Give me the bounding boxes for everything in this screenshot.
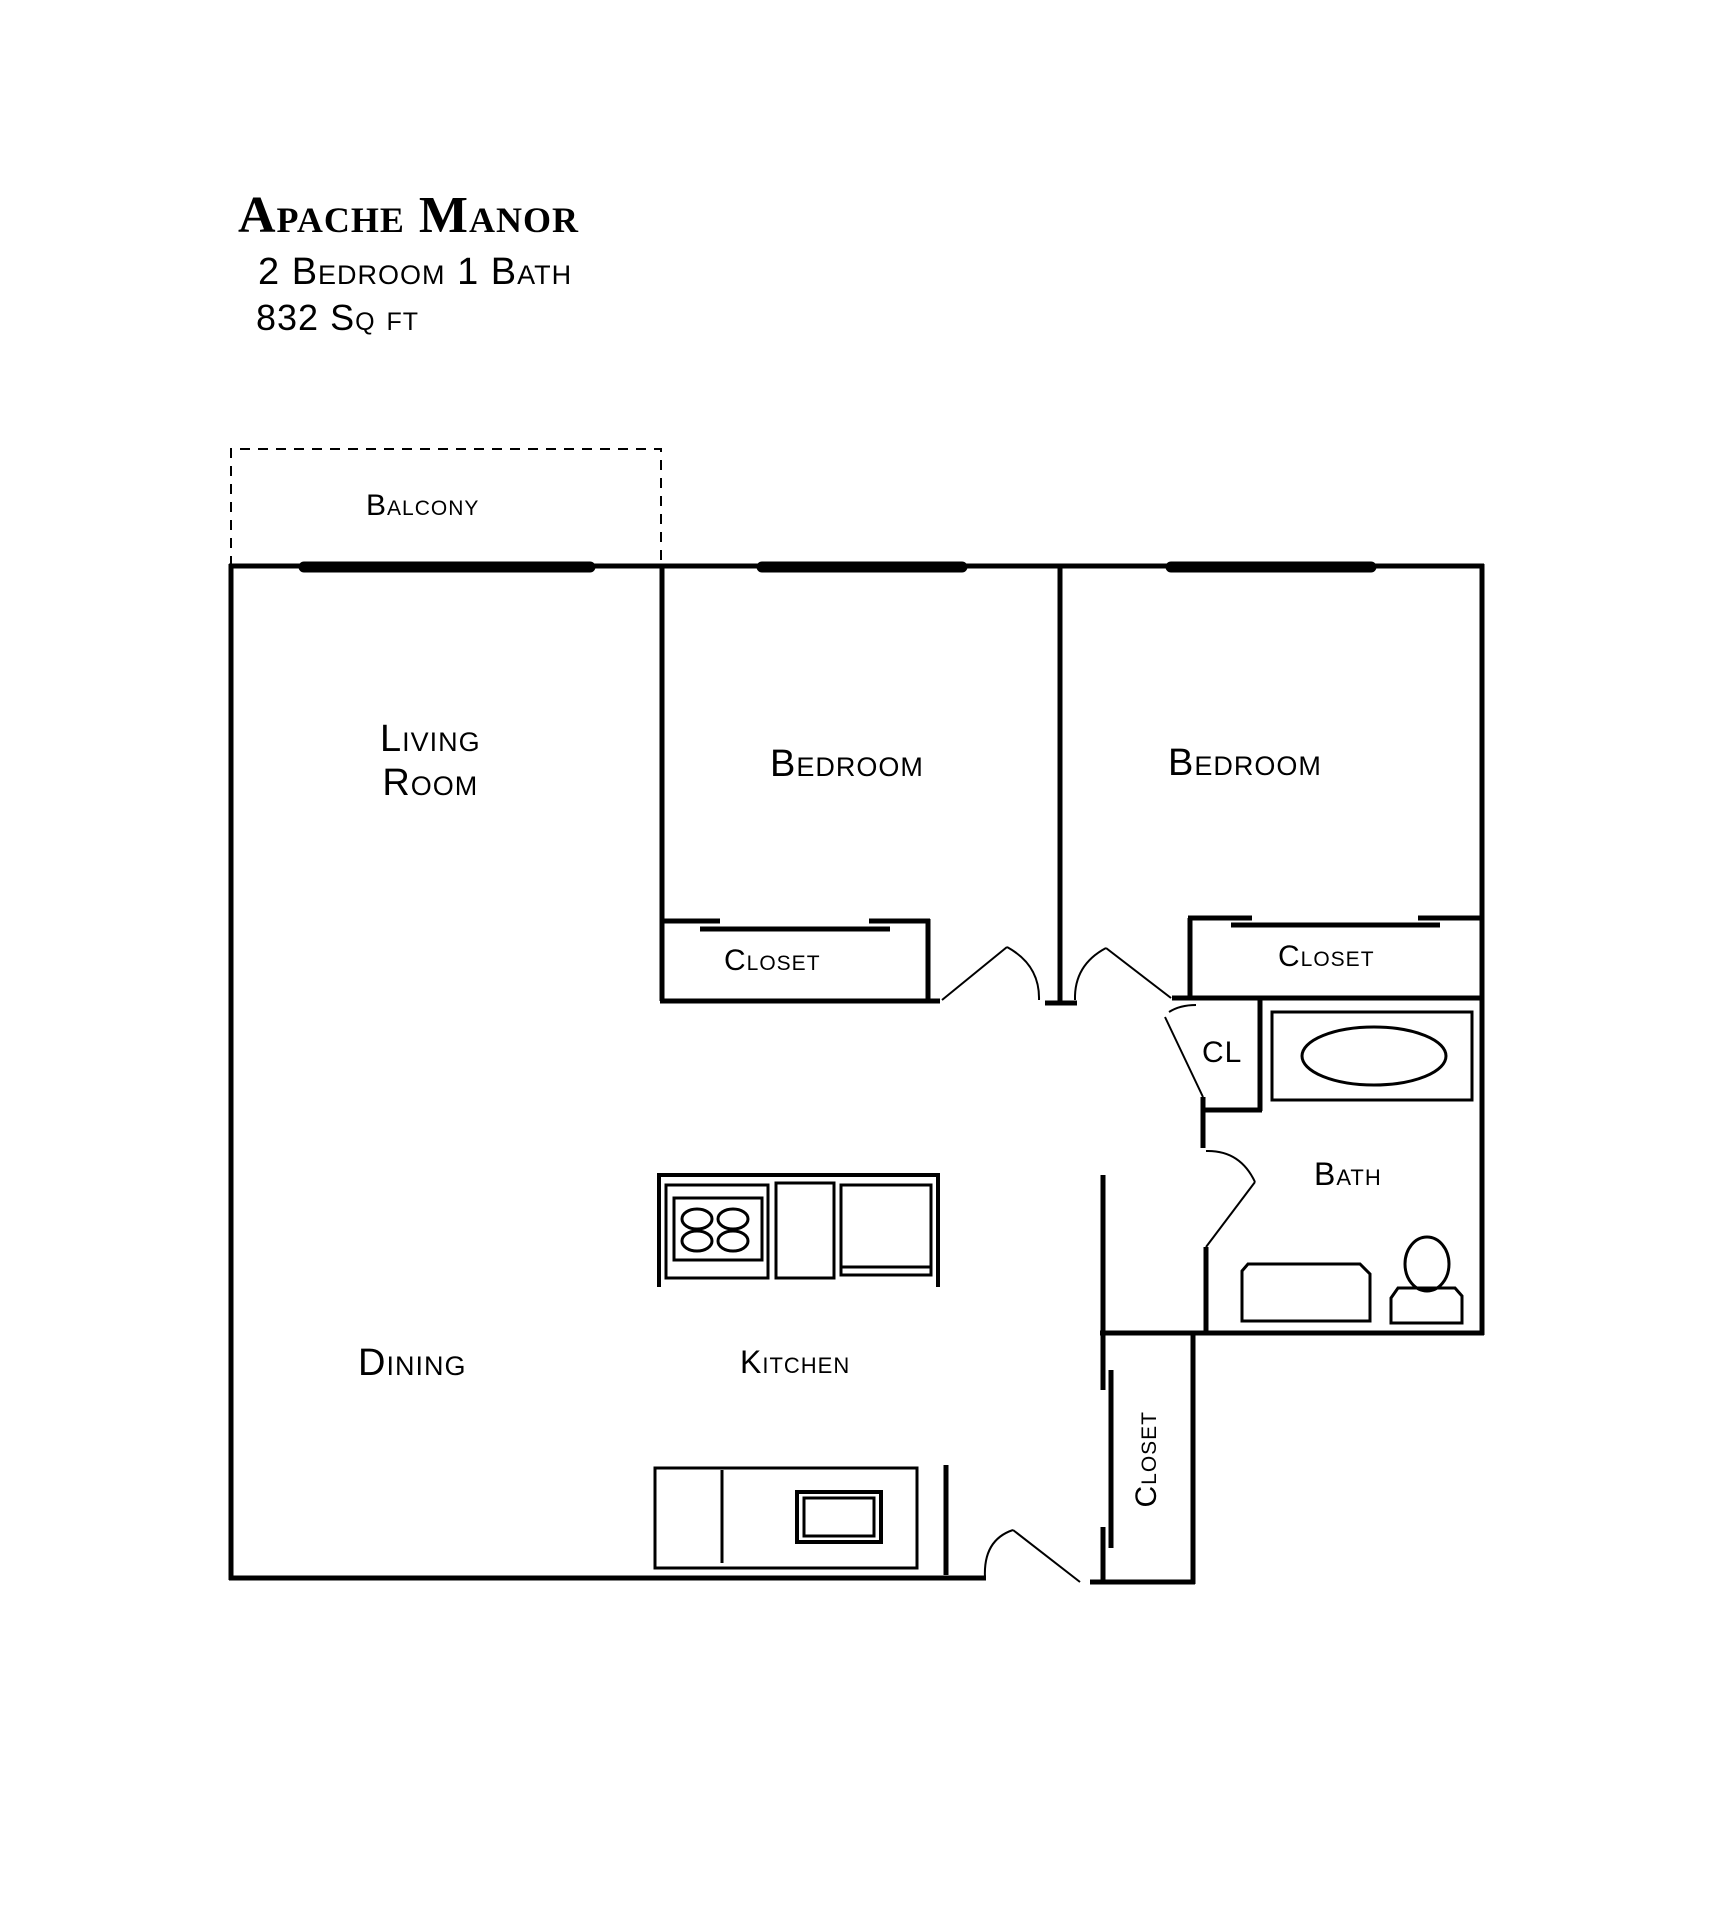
label-bath: Bath [1314, 1156, 1382, 1192]
label-closet-bedroom-1: Closet [724, 944, 821, 977]
label-hall-closet: Closet [1129, 1410, 1163, 1508]
label-closet-bedroom-2: Closet [1278, 940, 1375, 973]
title-block: Apache Manor 2 Bedroom 1 Bath 832 Sq ft [238, 190, 579, 337]
interior-walls [659, 564, 1484, 1585]
label-balcony: Balcony [366, 489, 480, 522]
doors [941, 946, 1256, 1583]
label-kitchen: Kitchen [740, 1344, 851, 1380]
kitchen-lower-counter [653, 1466, 919, 1570]
label-living-line1: Living [380, 718, 481, 760]
toilet [1389, 1235, 1464, 1325]
label-living-line2: Room [382, 761, 479, 804]
label-dining: Dining [358, 1342, 467, 1384]
label-living-room: Living Room [380, 718, 481, 805]
balcony-outline [230, 448, 662, 566]
label-bedroom-1: Bedroom [770, 743, 924, 785]
vanity [1240, 1262, 1372, 1323]
kitchen-upper-counter [657, 1173, 940, 1287]
label-cl: CL [1202, 1036, 1243, 1069]
unit-type: 2 Bedroom 1 Bath [258, 251, 573, 293]
label-bedroom-2: Bedroom [1168, 742, 1322, 784]
exterior-walls [228, 563, 1485, 1581]
bathtub [1270, 1010, 1474, 1102]
property-title: Apache Manor [238, 187, 579, 244]
square-footage: 832 Sq ft [256, 296, 420, 338]
